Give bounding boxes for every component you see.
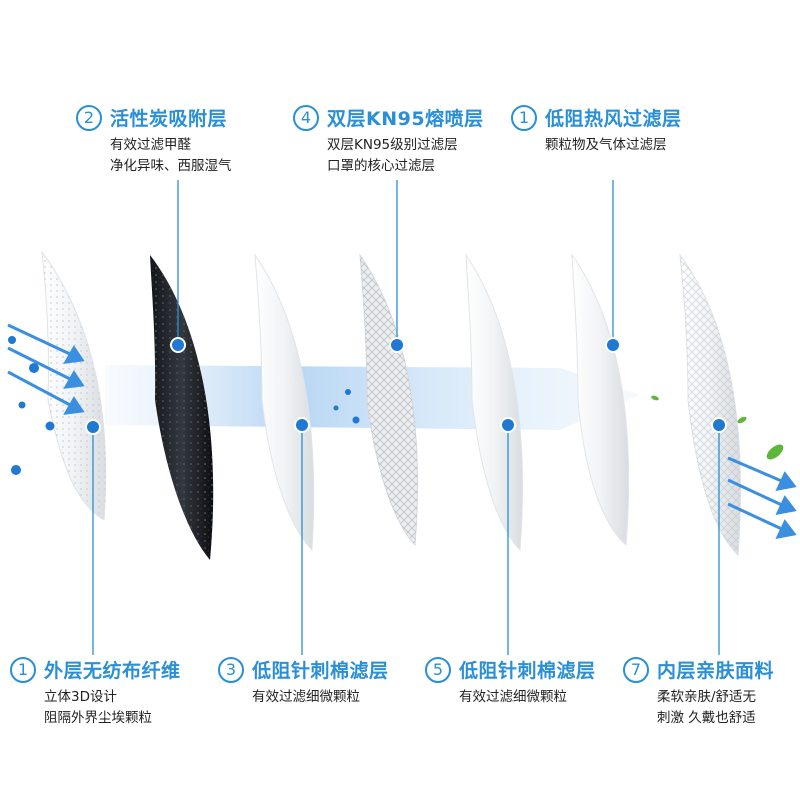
layer-number-badge: 7	[623, 656, 649, 683]
leaf-icon	[651, 395, 784, 460]
outgoing-arrows	[727, 456, 797, 540]
layer-title: 低阻针刺棉滤层	[252, 660, 389, 682]
label-layer-5: 5 低阻针刺棉滤层 有效过滤细微颗粒	[425, 656, 596, 708]
marker-dots	[85, 337, 727, 435]
layer-6-shape	[571, 253, 630, 547]
layer-description: 有效过滤甲醛 净化异味、西服湿气	[110, 137, 232, 174]
incoming-arrows	[7, 323, 85, 415]
layer-title: 内层亲肤面料	[657, 660, 775, 682]
layer-description: 立体3D设计 阻隔外界尘埃颗粒	[44, 689, 152, 726]
layer-title: 双层KN95熔喷层	[327, 108, 484, 130]
layer-4-shape	[359, 253, 419, 547]
layer-7-shape	[679, 253, 742, 557]
leader-lines	[92, 180, 720, 655]
layer-description: 有效过滤细微颗粒	[252, 689, 360, 705]
layer-description: 双层KN95级别过滤层 口罩的核心过滤层	[327, 137, 458, 174]
layer-description: 有效过滤细微颗粒	[459, 689, 567, 705]
layer-title: 低阻热风过滤层	[545, 108, 682, 130]
layer-number-badge: 2	[76, 104, 102, 131]
particles	[8, 336, 360, 475]
label-layer-1: 1 外层无纺布纤维 立体3D设计 阻隔外界尘埃颗粒	[10, 656, 181, 729]
layer-number-badge: 1	[511, 104, 537, 131]
label-layer-4: 4 双层KN95熔喷层 双层KN95级别过滤层 口罩的核心过滤层	[293, 104, 484, 177]
layer-number-badge: 4	[293, 104, 319, 131]
label-layer-6: 1 低阻热风过滤层 颗粒物及气体过滤层	[511, 104, 682, 156]
layer-description: 颗粒物及气体过滤层	[545, 137, 667, 153]
layer-title: 活性炭吸附层	[110, 108, 228, 130]
layer-3-shape	[254, 253, 315, 552]
label-layer-3: 3 低阻针刺棉滤层 有效过滤细微颗粒	[218, 656, 389, 708]
label-layer-2: 2 活性炭吸附层 有效过滤甲醛 净化异味、西服湿气	[76, 104, 232, 177]
label-layer-7: 7 内层亲肤面料 柔软亲肤/舒适无 刺激 久戴也舒适	[623, 656, 774, 729]
layer-5-shape	[465, 253, 524, 552]
layer-description: 柔软亲肤/舒适无 刺激 久戴也舒适	[657, 689, 757, 726]
layer-title: 外层无纺布纤维	[44, 660, 181, 682]
layer-number-badge: 3	[218, 656, 244, 683]
layer-2-shape	[150, 255, 214, 560]
layer-number-badge: 5	[425, 656, 451, 683]
layer-number-badge: 1	[10, 656, 36, 683]
layer-title: 低阻针刺棉滤层	[459, 660, 596, 682]
